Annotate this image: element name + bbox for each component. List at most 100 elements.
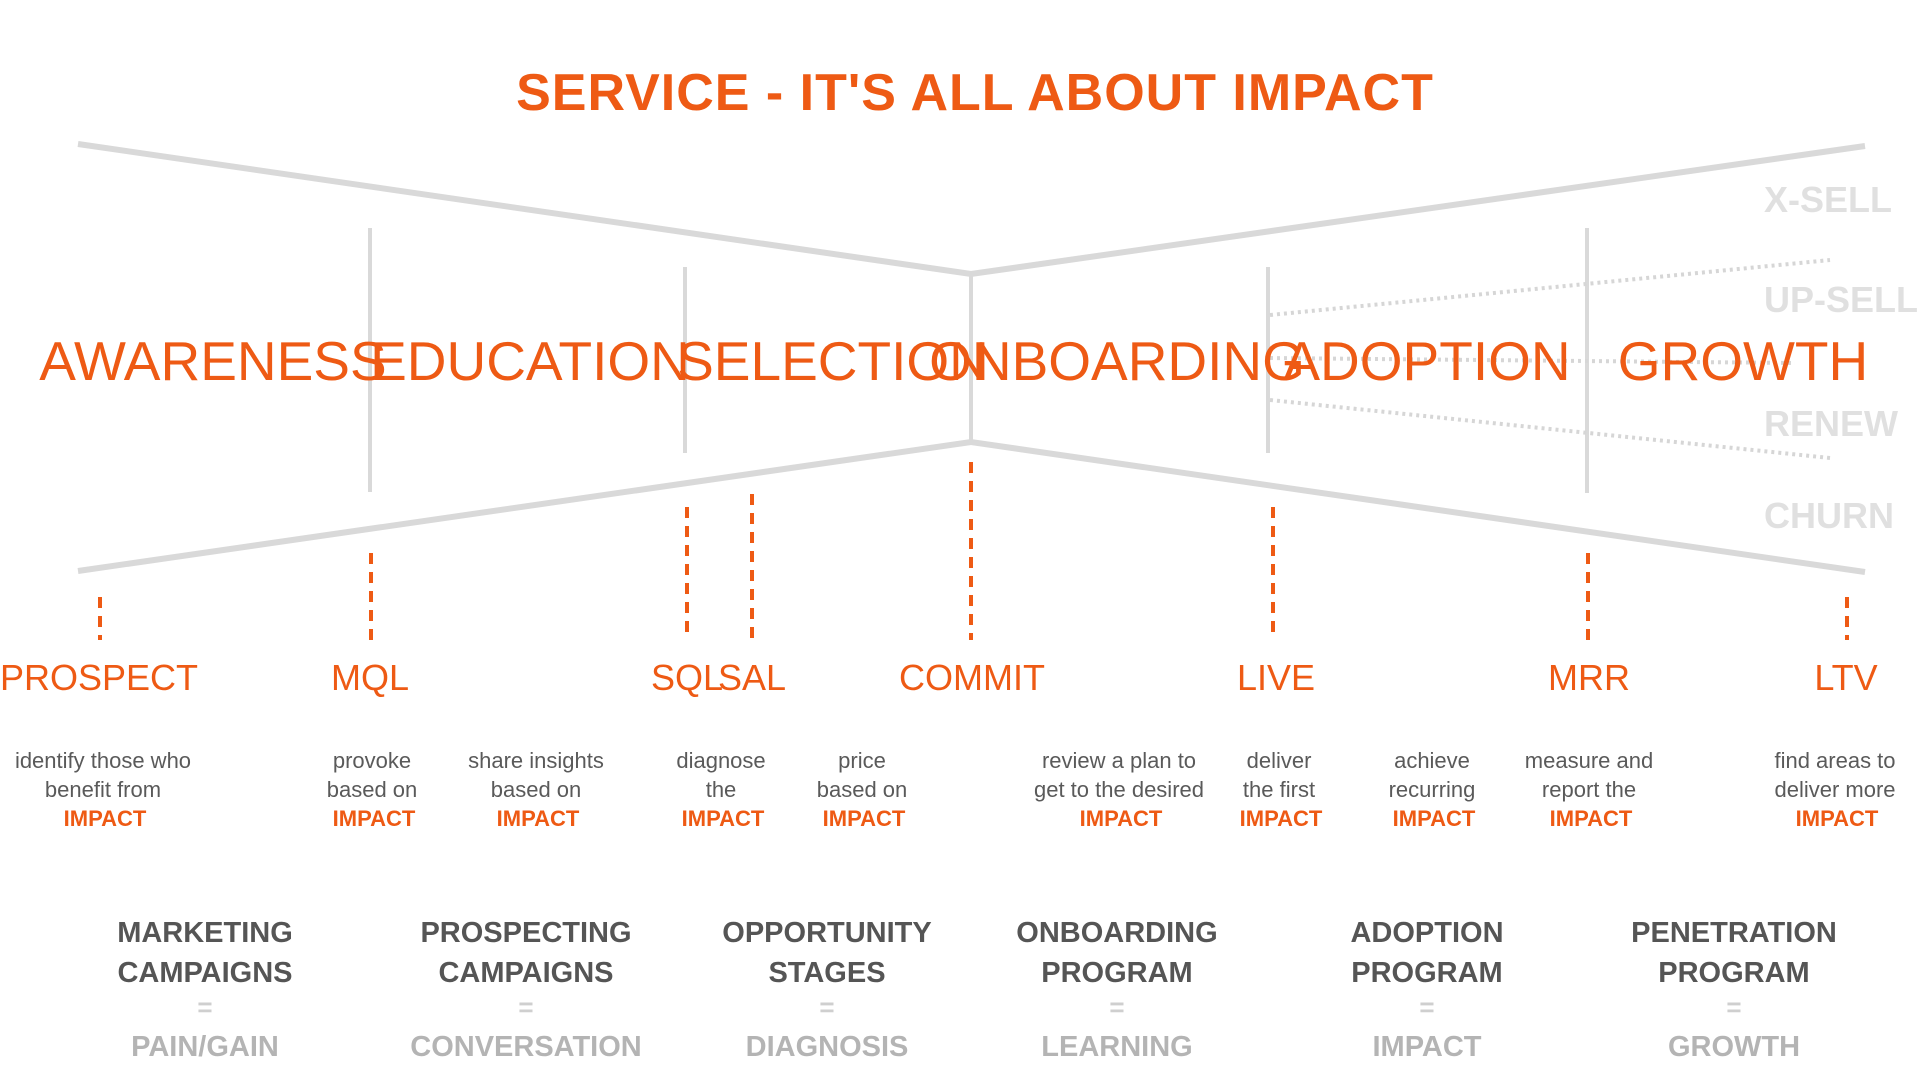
milestone-markers (98, 462, 1849, 640)
stage-growth: GROWTH (1618, 330, 1869, 392)
program-result: LEARNING (1041, 1031, 1192, 1063)
desc-line: diagnose (676, 748, 765, 773)
impact-label: IMPACT (64, 806, 147, 831)
program-line2: CAMPAIGNS (117, 957, 292, 989)
stage-awareness: AWARENESS (39, 330, 386, 392)
retention-upsell: UP-SELL (1764, 279, 1918, 320)
stage-selection: SELECTION (677, 330, 989, 392)
description-prospect: identify those who benefit from IMPACT (15, 748, 191, 831)
retention-labels: X-SELL UP-SELL RENEW CHURN (1764, 179, 1918, 536)
desc-line: provoke (333, 748, 411, 773)
desc-line: recurring (1389, 777, 1476, 802)
equals-sign: = (1726, 992, 1741, 1022)
milestone-mrr: MRR (1548, 657, 1630, 698)
desc-line: based on (817, 777, 908, 802)
descriptions: identify those who benefit from IMPACT p… (15, 748, 1896, 831)
milestone-labels: PROSPECT MQL SQL SAL COMMIT LIVE MRR LTV (0, 657, 1878, 698)
description-ltv: find areas to deliver more IMPACT (1774, 748, 1895, 831)
description-mrr: measure and report the IMPACT (1525, 748, 1653, 831)
program-line1: PENETRATION (1631, 917, 1837, 949)
milestone-ltv: LTV (1814, 657, 1877, 698)
bowtie-outline (77, 141, 1866, 575)
desc-line: based on (327, 777, 418, 802)
stage-education: EDUCATION (370, 330, 690, 392)
retention-churn: CHURN (1764, 495, 1894, 536)
equals-sign: = (1109, 992, 1124, 1022)
impact-label: IMPACT (497, 806, 580, 831)
milestone-sal: SAL (718, 657, 786, 698)
program-opportunity: OPPORTUNITY STAGES = DIAGNOSIS (722, 917, 931, 1063)
desc-line: report the (1542, 777, 1636, 802)
program-line1: PROSPECTING (420, 917, 631, 949)
impact-label: IMPACT (333, 806, 416, 831)
desc-line: identify those who (15, 748, 191, 773)
program-prospecting: PROSPECTING CAMPAIGNS = CONVERSATION (410, 917, 641, 1063)
equals-sign: = (197, 992, 212, 1022)
equals-sign: = (819, 992, 834, 1022)
program-line2: PROGRAM (1658, 957, 1809, 989)
milestone-mql: MQL (331, 657, 409, 698)
description-adoption: achieve recurring IMPACT (1389, 748, 1476, 831)
retention-renew: RENEW (1764, 403, 1898, 444)
bowtie-top-edge (77, 141, 1866, 278)
program-line2: STAGES (768, 957, 885, 989)
stage-onboarding: ONBOARDING (929, 330, 1305, 392)
impact-label: IMPACT (682, 806, 765, 831)
program-line1: OPPORTUNITY (722, 917, 931, 949)
program-line2: PROGRAM (1041, 957, 1192, 989)
desc-line: deliver (1247, 748, 1312, 773)
impact-label: IMPACT (823, 806, 906, 831)
desc-line: the first (1243, 777, 1315, 802)
xsell-path (1269, 258, 1831, 317)
program-result: DIAGNOSIS (746, 1031, 909, 1063)
impact-label: IMPACT (1240, 806, 1323, 831)
stage-adoption: ADOPTION (1283, 330, 1570, 392)
desc-line: measure and (1525, 748, 1653, 773)
program-result: CONVERSATION (410, 1031, 641, 1063)
program-adoption: ADOPTION PROGRAM = IMPACT (1350, 917, 1503, 1063)
description-sal: price based on IMPACT (817, 748, 908, 831)
desc-line: get to the desired (1034, 777, 1204, 802)
programs: MARKETING CAMPAIGNS = PAIN/GAIN PROSPECT… (117, 917, 1837, 1063)
stage-labels: AWARENESS EDUCATION SELECTION ONBOARDING… (39, 330, 1868, 392)
desc-line: share insights (468, 748, 604, 773)
desc-line: review a plan to (1042, 748, 1196, 773)
description-sql: diagnose the IMPACT (676, 748, 765, 831)
milestone-prospect: PROSPECT (0, 657, 198, 698)
program-result: PAIN/GAIN (131, 1031, 279, 1063)
equals-sign: = (518, 992, 533, 1022)
impact-label: IMPACT (1550, 806, 1633, 831)
desc-line: find areas to (1774, 748, 1895, 773)
description-education: share insights based on IMPACT (468, 748, 604, 831)
program-line2: CAMPAIGNS (438, 957, 613, 989)
renew-path (1269, 398, 1831, 460)
equals-sign: = (1419, 992, 1434, 1022)
impact-label: IMPACT (1080, 806, 1163, 831)
program-marketing: MARKETING CAMPAIGNS = PAIN/GAIN (117, 917, 293, 1063)
program-penetration: PENETRATION PROGRAM = GROWTH (1631, 917, 1837, 1063)
desc-line: the (706, 777, 737, 802)
diagram-title: SERVICE - IT'S ALL ABOUT IMPACT (516, 64, 1434, 122)
program-result: GROWTH (1668, 1031, 1800, 1063)
program-line2: PROGRAM (1351, 957, 1502, 989)
description-mql: provoke based on IMPACT (327, 748, 418, 831)
desc-line: benefit from (45, 777, 161, 802)
desc-line: price (838, 748, 886, 773)
milestone-sql: SQL (651, 657, 723, 698)
program-onboarding: ONBOARDING PROGRAM = LEARNING (1016, 917, 1217, 1063)
desc-line: based on (491, 777, 582, 802)
impact-label: IMPACT (1393, 806, 1476, 831)
retention-xsell: X-SELL (1764, 179, 1892, 220)
desc-line: achieve (1394, 748, 1470, 773)
description-live: deliver the first IMPACT (1240, 748, 1323, 831)
desc-line: deliver more (1774, 777, 1895, 802)
description-commit: review a plan to get to the desired IMPA… (1034, 748, 1204, 831)
impact-label: IMPACT (1796, 806, 1879, 831)
milestone-live: LIVE (1237, 657, 1315, 698)
milestone-commit: COMMIT (899, 657, 1045, 698)
program-line1: MARKETING (117, 917, 293, 949)
retention-paths (1269, 258, 1831, 460)
program-line1: ONBOARDING (1016, 917, 1217, 949)
program-line1: ADOPTION (1350, 917, 1503, 949)
